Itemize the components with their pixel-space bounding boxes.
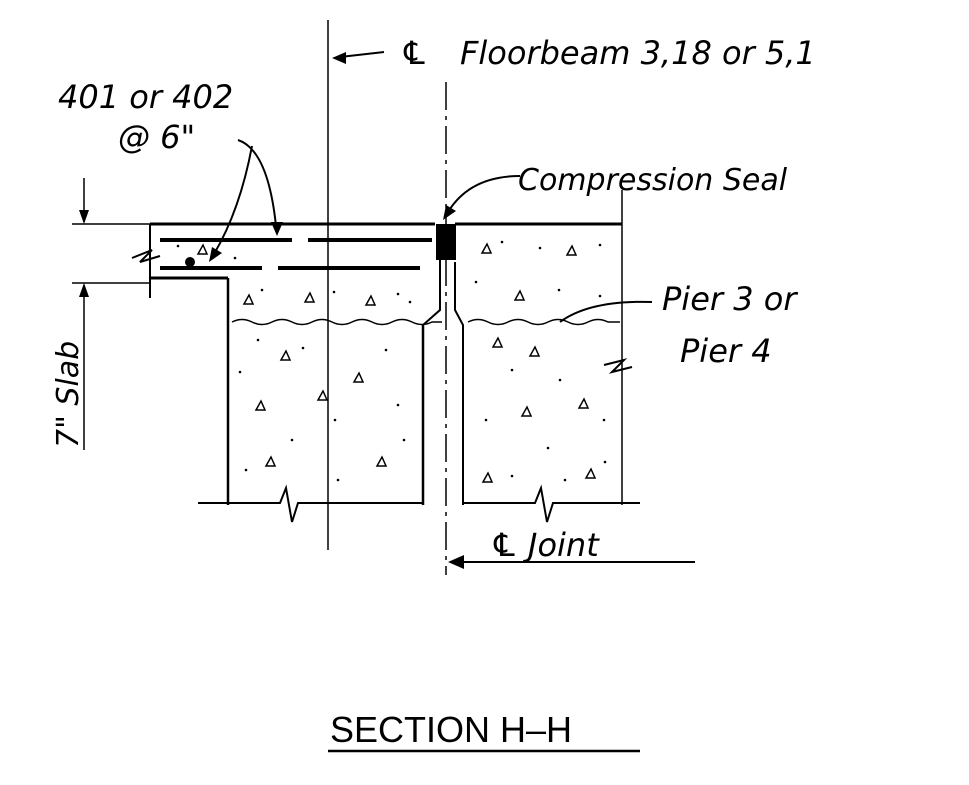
- rebar-label-line1: 401 or 402: [58, 78, 233, 116]
- compression-seal: [436, 82, 456, 575]
- floorbeam-label: Floorbeam 3,18 or 5,1: [460, 34, 816, 72]
- pier-concrete: [454, 190, 640, 523]
- section-title: SECTION H–H: [330, 709, 572, 750]
- joint-label: Joint: [522, 526, 600, 564]
- slab-dimension: [72, 178, 150, 450]
- joint-leader: [448, 555, 695, 569]
- rebar-label-line2: @ 6": [118, 118, 195, 156]
- stipple-dots: [176, 240, 607, 482]
- compression-seal-leader: [443, 175, 521, 220]
- compression-seal-label: Compression Seal: [518, 163, 788, 198]
- pier-leader: [559, 300, 653, 323]
- pier-label-line1: Pier 3 or: [662, 280, 798, 318]
- aggregate-stipple: [196, 242, 597, 483]
- floorbeam-centerline: [327, 20, 385, 550]
- pier-label-line2: Pier 4: [680, 332, 772, 370]
- slab-dimension-label: 7" Slab: [51, 341, 86, 448]
- slab-outline: [131, 222, 435, 505]
- floorbeam-centerline-symbol: ℄: [400, 34, 429, 72]
- joint-centerline-symbol: ℄: [490, 526, 519, 564]
- rebar-leaders: [209, 139, 283, 262]
- floorbeam-concrete: [198, 260, 442, 523]
